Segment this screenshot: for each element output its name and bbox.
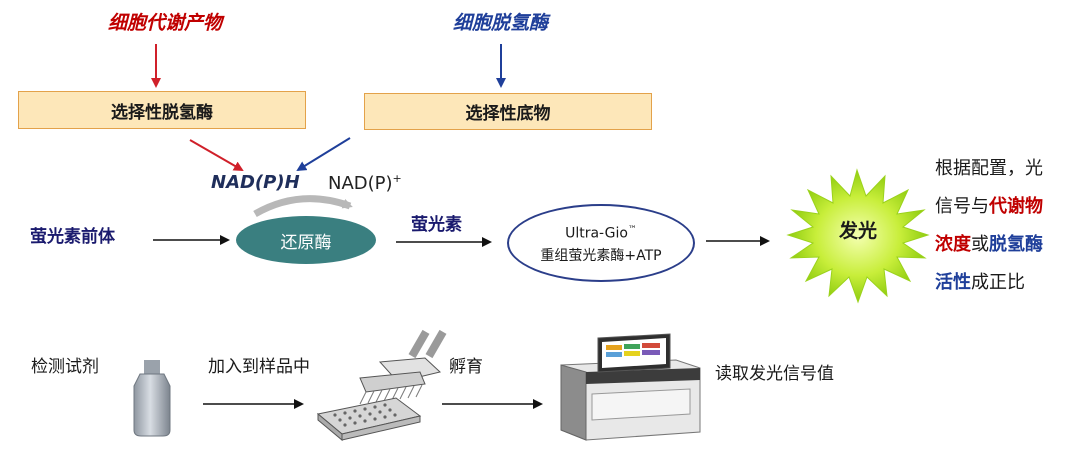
concentration-emphasis: 浓度 [935,234,971,255]
nadp-plus-label: NAD(P)+ [328,172,402,194]
cell-metabolite-label: 细胞代谢产物 [108,12,223,34]
selective-substrate-box: 选择性底物 [364,93,652,130]
glow-burst-icon [786,168,930,304]
red-diagonal-arrow [189,139,244,171]
ultraglo-title: Ultra-Gio™ [565,219,637,245]
dehydrogenase-emphasis: 脱氢酶 [989,234,1043,255]
cofactor-curve-arrow [253,195,353,218]
reductase-ellipse: 还原酶 [236,216,376,264]
ultraglo-tm: ™ [627,225,637,236]
nadp-text: NAD(P) [328,173,393,194]
metabolite-emphasis: 代谢物 [989,196,1043,217]
reagent-bottle-icon [133,360,171,437]
activity-emphasis: 活性 [935,272,971,293]
plate-reader-icon [560,333,701,441]
incubate-label: 孵育 [449,357,483,377]
selective-dehydrogenase-box: 选择性脱氢酶 [18,91,306,129]
relationship-line-2: 信号与代谢物 [935,196,1043,217]
reagent-label: 检测试剂 [31,357,99,377]
signal-relationship-text: 根据配置，光 信号与代谢物 浓度或脱氢酶 活性成正比 [935,150,1043,302]
ultraglo-subtitle: 重组萤光素酶+ATP [540,247,662,264]
luciferin-label: 萤光素 [411,215,462,235]
nadph-label: NAD(P)H [211,172,300,193]
selective-substrate-label: 选择性底物 [465,104,551,124]
cell-dehydrogenase-label: 细胞脱氢酶 [453,12,549,34]
nadp-superscript: + [392,172,402,185]
glow-label: 发光 [839,220,878,242]
pipette-plate-icon [316,329,447,442]
reductase-label: 还原酶 [280,232,332,253]
blue-diagonal-arrow [296,137,351,172]
relationship-line-1: 根据配置，光 [935,158,1043,179]
ultraglo-ellipse: Ultra-Gio™ 重组萤光素酶+ATP [507,204,695,282]
add-to-sample-label: 加入到样品中 [208,357,310,377]
read-signal-label: 读取发光信号值 [715,364,834,384]
luciferin-precursor-label: 萤光素前体 [30,227,115,247]
relationship-line-4: 活性成正比 [935,272,1025,293]
relationship-line-3: 浓度或脱氢酶 [935,234,1043,255]
ultraglo-name: Ultra-Gio [565,225,628,242]
selective-dehydrogenase-label: 选择性脱氢酶 [111,102,213,123]
